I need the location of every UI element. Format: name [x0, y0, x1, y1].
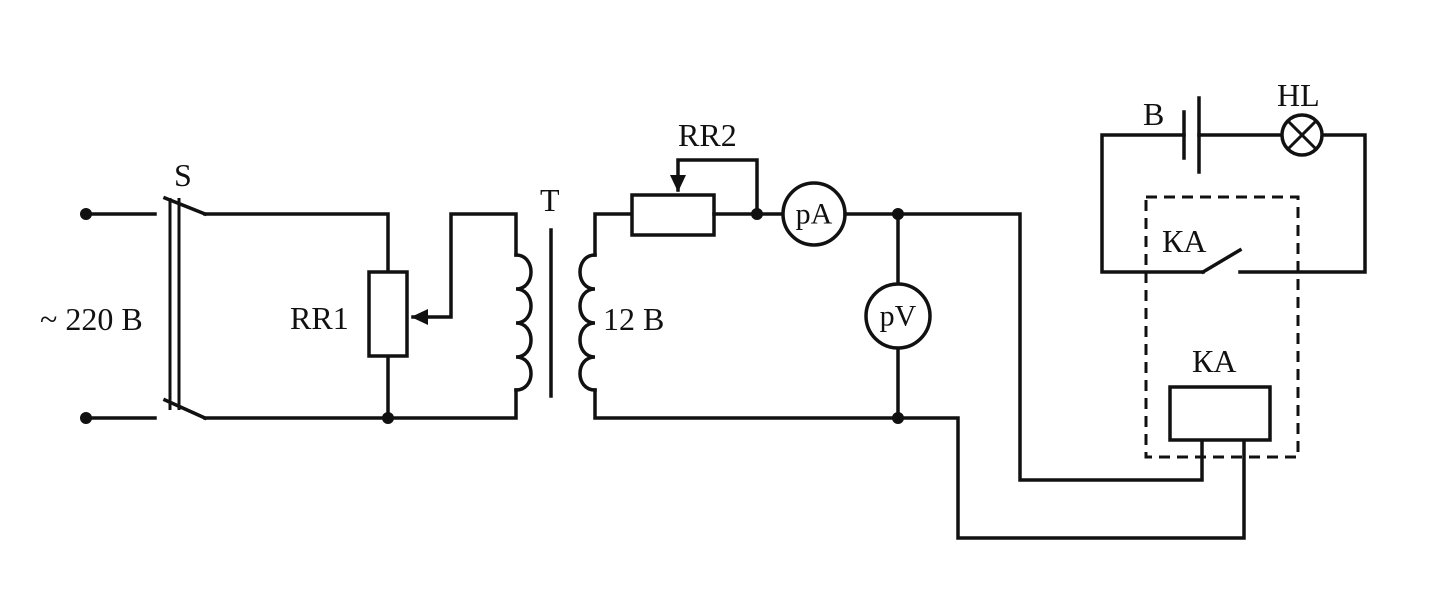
voltmeter-label: pV: [880, 300, 917, 333]
secondary-top-wire: [593, 212, 634, 257]
supply-voltage-label: ~ 220 В: [40, 301, 143, 337]
voltmeter-pv: [864, 282, 932, 350]
secondary-bottom-wire: [593, 388, 1246, 540]
rheostat-rr2-label: RR2: [678, 117, 737, 153]
rheostat-rr1: [367, 270, 409, 358]
lamp-label: HL: [1277, 77, 1320, 113]
transformer-secondary-winding: [578, 253, 597, 392]
rheostat-rr2: [630, 193, 716, 237]
primary-bottom-wire: [203, 388, 518, 420]
battery-b: [1182, 96, 1283, 174]
rr1-slider-arrow: [411, 212, 518, 325]
indicator-right-wire: [1238, 133, 1367, 274]
junction-dot: [751, 208, 763, 220]
relay-enclosure: [1144, 195, 1300, 459]
relay-coil-label: КА: [1192, 343, 1236, 379]
ammeter-to-coil-wire: [843, 212, 1204, 482]
switch-s: [162, 195, 208, 421]
junction-dot: [382, 412, 394, 424]
rr2-slider-arrow: [670, 158, 759, 216]
battery-label: В: [1143, 96, 1164, 132]
secondary-voltage-label: 12 В: [603, 301, 664, 337]
indicator-left-wire: [1100, 133, 1205, 274]
relay-contact-label: КА: [1162, 223, 1206, 259]
supply-terminal-top: [80, 208, 157, 220]
ammeter-label: pA: [796, 198, 833, 231]
switch-label: S: [174, 157, 192, 193]
lamp-hl: [1280, 113, 1324, 157]
transformer-label: T: [540, 182, 560, 218]
relay-coil-ka: [1168, 385, 1272, 442]
transformer-primary-winding: [514, 253, 533, 392]
relay-contact-ka: [1200, 247, 1243, 275]
primary-top-wire: [203, 212, 390, 274]
rheostat-rr1-label: RR1: [290, 300, 349, 336]
supply-terminal-bottom: [80, 412, 157, 424]
